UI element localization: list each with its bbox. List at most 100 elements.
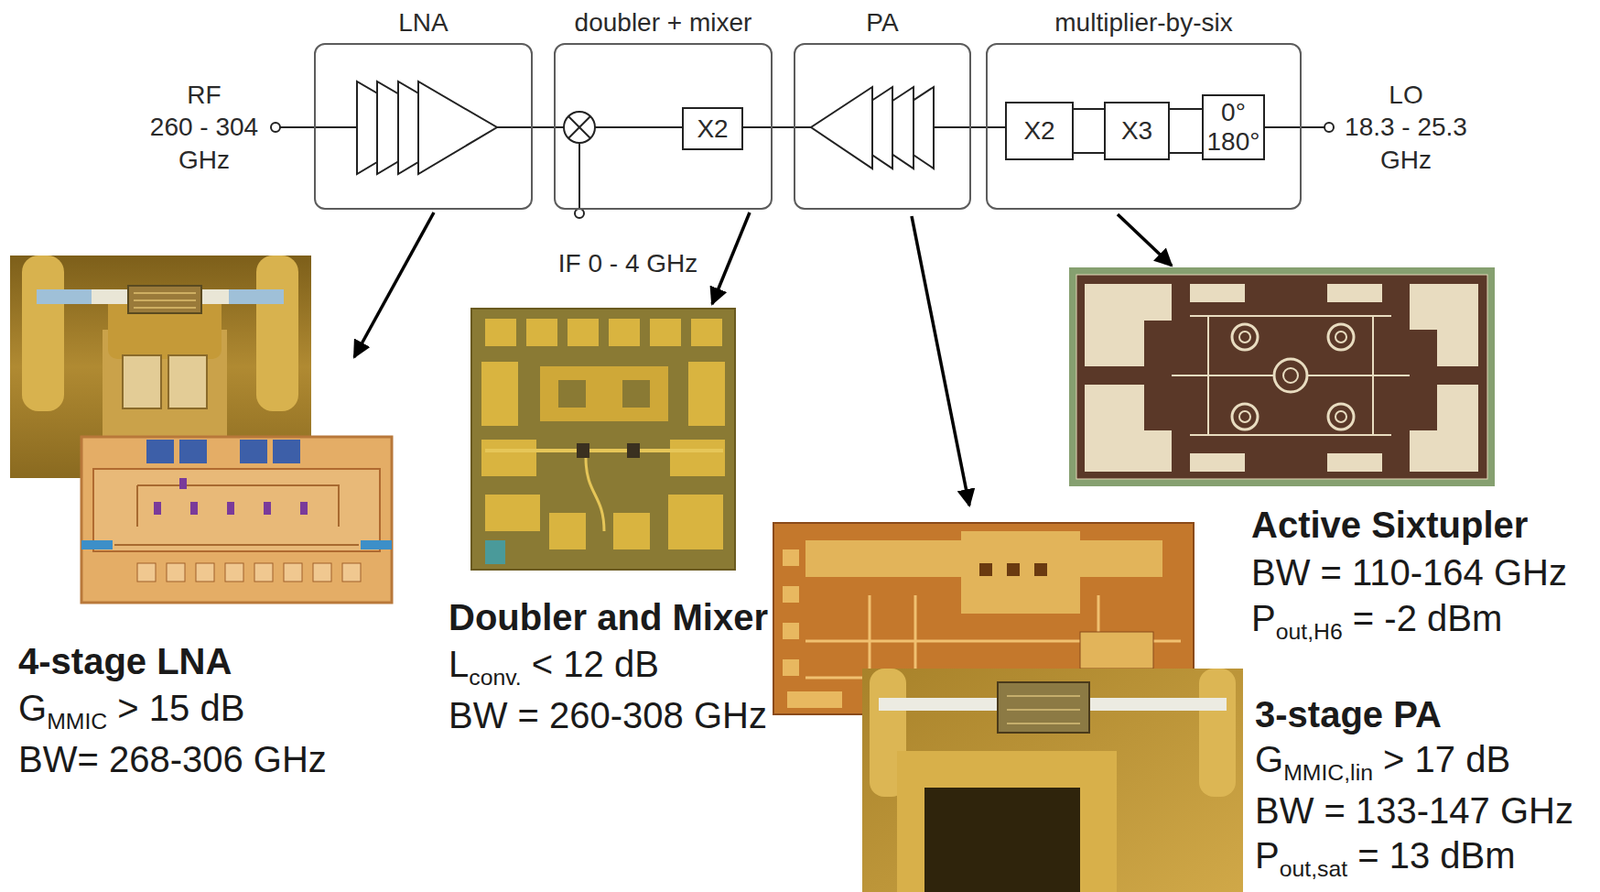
pointer-arrows xyxy=(354,212,1172,506)
function-box: X3 xyxy=(1103,101,1170,161)
pa-fixture-photo-part xyxy=(897,750,1117,892)
spec-symbol: L xyxy=(448,643,469,684)
mixer-chip-photo-part xyxy=(558,379,586,408)
lna-chip-photo-part xyxy=(179,439,207,464)
spec-line: Pout,sat = 13 dBm xyxy=(1254,834,1516,881)
sixtupler-chip-photo-part xyxy=(1189,453,1245,472)
sixtupler-chip-photo-part xyxy=(1189,283,1245,303)
sixtupler-chip-photo-part xyxy=(1335,410,1347,422)
sixtupler-chip-photo-part xyxy=(1232,403,1258,430)
block-title: doubler + mixer xyxy=(555,8,771,38)
lna-fixture-photo-part xyxy=(21,255,65,411)
spec-value: = 13 dBm xyxy=(1347,834,1515,876)
pa-chip-photo-part xyxy=(782,622,800,639)
signal-wire xyxy=(1169,151,1202,154)
mixer-chip-photo xyxy=(471,308,736,570)
port-label: 18.3 - 25.3 GHz xyxy=(1337,110,1475,177)
mixer-chip-photo-part xyxy=(627,443,640,458)
pa-fixture-photo-part xyxy=(1006,695,1081,724)
pa-fixture-photo-part xyxy=(997,681,1090,733)
lna-chip-photo-part xyxy=(195,562,215,582)
pa-chip-photo-part xyxy=(1006,562,1020,576)
signal-wire xyxy=(743,126,794,129)
mixer-chip-photo-part xyxy=(668,494,724,550)
lna-chip-photo-part xyxy=(146,439,174,464)
pa-chip-photo-part xyxy=(979,562,993,576)
if-port xyxy=(574,208,584,218)
spec-subscript: MMIC,lin xyxy=(1283,759,1373,785)
spec-symbol: P xyxy=(1254,834,1280,876)
mixer-chip-photo-part xyxy=(485,318,517,346)
sixtupler-chip-photo-part xyxy=(1409,384,1479,472)
sixtupler-chip-photo-part xyxy=(1084,283,1172,367)
mixer-chip-photo-part xyxy=(670,439,725,476)
pointer-arrow xyxy=(1117,214,1172,266)
signal-wire xyxy=(971,126,1006,129)
lna-chip-photo-part xyxy=(300,501,308,515)
mixer-cross xyxy=(568,116,591,139)
spec-value: = -2 dBm xyxy=(1342,597,1503,638)
pa-chip-photo-part xyxy=(1034,562,1048,576)
lna-fixture-photo xyxy=(10,255,312,478)
lna-chip-photo-part xyxy=(225,562,244,582)
mixer-chip-photo-part xyxy=(540,366,669,422)
lna-chip-photo-part xyxy=(254,562,273,582)
signal-wire xyxy=(1073,151,1104,154)
block-frame: doubler + mixerX2 xyxy=(553,43,773,210)
mixer-chip-photo-part xyxy=(649,318,682,346)
signal-wiring xyxy=(270,81,1334,218)
amplifier-symbol xyxy=(418,81,498,174)
mixer-chip-photo-part xyxy=(688,361,725,426)
lna-chip-photo-part xyxy=(179,477,187,489)
lna-fixture-photo-part xyxy=(133,292,196,308)
function-box: X2 xyxy=(681,107,744,151)
port-label: LO xyxy=(1388,81,1423,110)
lna-chip-photo-part xyxy=(342,562,361,582)
box-label: 180° xyxy=(1207,127,1261,157)
box-label: X2 xyxy=(1023,116,1055,146)
port-label: 260 - 304 GHz xyxy=(140,110,269,177)
pa-fixture-photo-part xyxy=(1199,668,1236,797)
pa-chip-photo-part xyxy=(787,691,843,708)
lna-chip-photo-part xyxy=(81,540,113,550)
chip-title: 3-stage PA xyxy=(1254,693,1442,735)
lna-fixture-photo-part xyxy=(122,355,162,409)
sixtupler-chip-photo-part xyxy=(1084,384,1172,472)
mixer-chip-photo-part xyxy=(691,318,723,346)
spec-line: BW = 260-308 GHz xyxy=(448,694,768,736)
spec-line: BW = 110-164 GHz xyxy=(1251,551,1568,593)
spec-line: GMMIC,lin > 17 dB xyxy=(1254,738,1511,785)
spec-line: Pout,H6 = -2 dBm xyxy=(1251,597,1503,644)
lna-chip-photo-part xyxy=(166,562,185,582)
signal-wire xyxy=(1169,108,1202,110)
lna-fixture-photo-part xyxy=(228,289,284,304)
sixtupler-chip-photo-part xyxy=(1409,283,1479,367)
mixer-chip-photo-part xyxy=(608,318,640,346)
mixer-chip-photo-part xyxy=(471,308,736,570)
pa-chip-photo-part xyxy=(782,659,800,676)
block-frame: LNA xyxy=(313,43,533,210)
spec-symbol: G xyxy=(18,687,47,728)
lna-chip-photo-part xyxy=(239,439,268,464)
pa-chip-photo-part xyxy=(782,549,800,566)
block-title: LNA xyxy=(315,8,531,38)
lna-chip-photo-part xyxy=(114,485,359,545)
mixer-chip-photo-part xyxy=(622,379,650,408)
lna-chip-photo-part xyxy=(81,436,392,603)
lo-port xyxy=(1324,122,1334,132)
box-label: 0° xyxy=(1221,97,1246,128)
lna-fixture-photo-part xyxy=(128,285,202,314)
spec-line: GMMIC > 15 dB xyxy=(18,687,245,734)
spec-line: BW = 133-147 GHz xyxy=(1254,789,1574,831)
lna-chip-photo xyxy=(81,436,392,603)
sixtupler-chip-photo-part xyxy=(1232,324,1258,350)
pa-out-wire xyxy=(743,126,811,129)
lna-chip-photo-part xyxy=(93,468,380,552)
sixtupler-chip-photo-part xyxy=(1335,331,1347,343)
pointer-arrow xyxy=(911,216,970,506)
block-title: multiplier-by-six xyxy=(987,8,1300,38)
signal-wire xyxy=(1073,108,1104,110)
lo-in-wire xyxy=(1264,126,1325,129)
spec-value: > 17 dB xyxy=(1372,738,1511,779)
mixer-cross xyxy=(568,116,591,139)
